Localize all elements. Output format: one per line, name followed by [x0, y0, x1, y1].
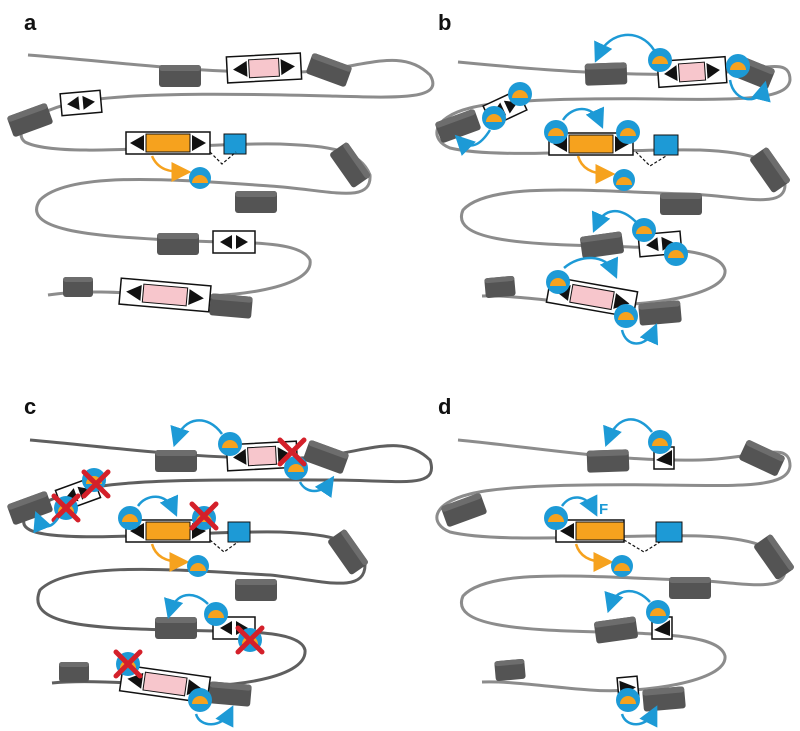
- panel-label-d: d: [438, 394, 451, 419]
- partner-element: [653, 134, 679, 156]
- panel-b: b: [434, 10, 792, 346]
- chromatin-fiber: [435, 60, 792, 307]
- target-gene: [548, 132, 634, 156]
- site-pair: [545, 275, 639, 319]
- target-gene: [125, 131, 211, 155]
- site-pair: [118, 664, 212, 704]
- site-pair: [118, 277, 212, 313]
- partner-element: [223, 133, 247, 155]
- motif-pair: [212, 230, 256, 254]
- arrow-label-f: F: [599, 501, 608, 518]
- panel-label-c: c: [24, 394, 36, 419]
- panel-label-b: b: [438, 10, 451, 35]
- target-gene: [555, 519, 625, 543]
- panel-a: a: [6, 10, 435, 319]
- partner-element: [227, 521, 251, 543]
- chromatin-fiber: [435, 438, 792, 693]
- panel-c: c: [6, 394, 433, 728]
- site-pair: [656, 55, 728, 89]
- chromatin-fiber: [19, 53, 435, 298]
- partner-element: [655, 521, 683, 543]
- site-pair: [225, 52, 303, 84]
- panel-label-a: a: [24, 10, 37, 35]
- panel-d: d F: [435, 394, 796, 728]
- chromatin-fiber: [22, 438, 433, 688]
- target-gene: [125, 519, 211, 543]
- motif-pair: [59, 89, 103, 117]
